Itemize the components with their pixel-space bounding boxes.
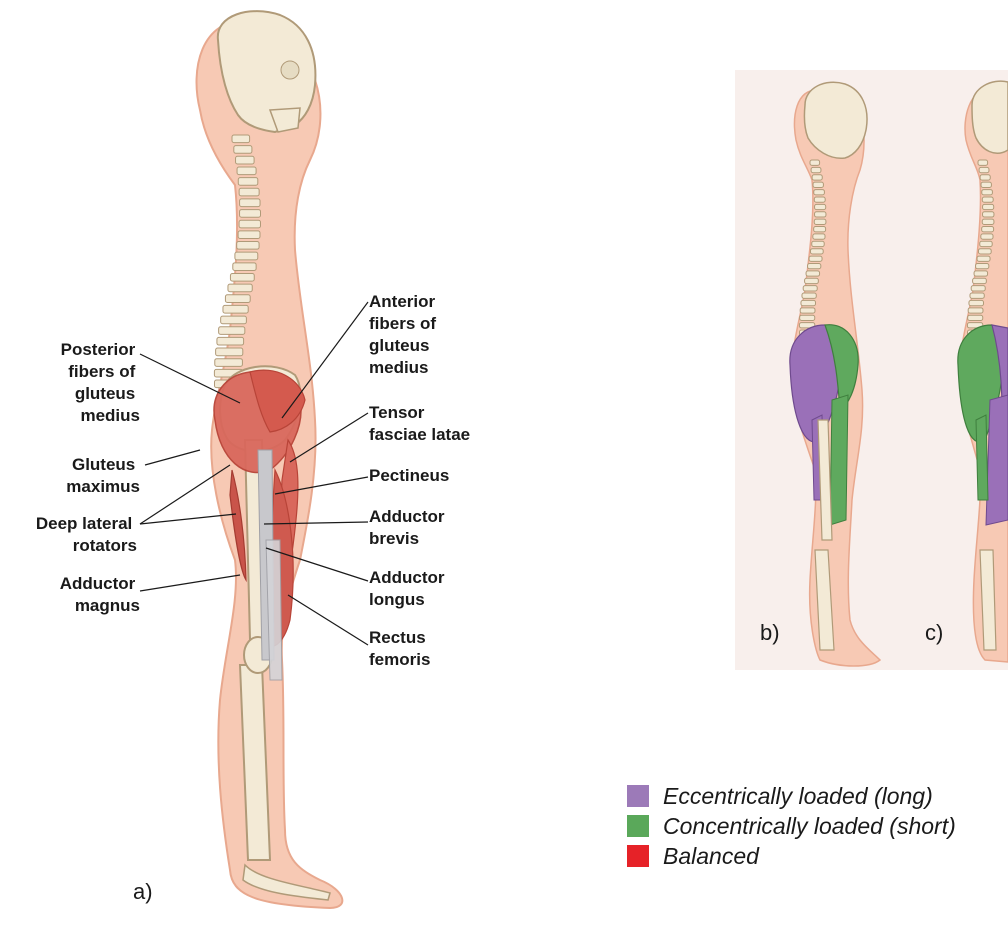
vertebra: [983, 204, 994, 209]
vertebra: [237, 167, 256, 175]
vertebra: [228, 284, 252, 292]
vertebra: [219, 327, 245, 335]
vertebra: [235, 252, 258, 260]
vertebra: [814, 197, 825, 202]
vertebra: [970, 293, 984, 298]
vertebra: [974, 271, 988, 276]
panel-c-label: c): [925, 620, 943, 645]
vertebra: [238, 178, 258, 186]
label-pectineus: Pectineus: [369, 466, 449, 485]
vertebra: [805, 278, 819, 283]
panel-c-thigh-purple: [986, 395, 1008, 525]
vertebra: [983, 212, 994, 217]
vertebra: [802, 293, 816, 298]
vertebra: [237, 242, 259, 250]
vertebra: [815, 204, 826, 209]
vertebra: [814, 227, 826, 232]
legend-item-concentric: Concentrically loaded (short): [627, 811, 956, 841]
vertebra: [240, 199, 260, 207]
label-anterior-gluteus-medius: Anterior fibers of gluteus medius: [369, 292, 441, 377]
vertebra: [801, 300, 816, 305]
label-adductor-longus: Adductor longus: [369, 568, 449, 609]
vertebra: [806, 271, 820, 276]
labels-left: Posterior fibers of gluteus medius Glute…: [36, 340, 140, 615]
vertebra: [215, 359, 243, 367]
vertebra: [239, 188, 259, 196]
vertebra: [971, 286, 985, 291]
vertebra: [981, 182, 991, 187]
vertebra: [812, 241, 824, 246]
vertebra: [814, 190, 825, 195]
legend-swatch-red: [627, 845, 649, 867]
vertebra: [230, 273, 254, 281]
vertebra: [810, 249, 823, 254]
vertebra: [810, 160, 820, 165]
vertebra: [813, 234, 825, 239]
vertebra: [969, 300, 984, 305]
vertebra: [813, 182, 823, 187]
label-deep-lateral-rotators: Deep lateral rotators: [36, 514, 137, 555]
panel-b-label: b): [760, 620, 780, 645]
vertebra: [968, 308, 983, 313]
labels-right: Anterior fibers of gluteus medius Tensor…: [369, 292, 470, 669]
vertebra: [976, 263, 989, 268]
vertebra: [982, 190, 993, 195]
vertebra: [978, 160, 988, 165]
vertebra: [800, 308, 815, 313]
vertebra: [238, 231, 260, 239]
vertebra: [981, 234, 993, 239]
vertebra: [980, 241, 992, 246]
legend: Eccentrically loaded (long) Concentrical…: [627, 781, 956, 871]
label-adductor-magnus: Adductor magnus: [60, 574, 140, 615]
vertebra: [979, 167, 989, 172]
vertebra: [982, 197, 993, 202]
vertebra: [808, 263, 821, 268]
panel-c-thigh-green: [976, 415, 988, 500]
panel-a-label: a): [133, 879, 153, 904]
vertebra: [216, 348, 243, 356]
panel-a-figure: [140, 11, 368, 908]
label-posterior-gluteus-medius: Posterior fibers of gluteus medius: [61, 340, 140, 425]
vertebra: [814, 219, 826, 224]
label-tensor-fasciae-latae: Tensor fasciae latae: [369, 403, 470, 444]
vertebra: [978, 249, 991, 254]
vertebra: [236, 156, 255, 164]
eye-socket: [281, 61, 299, 79]
legend-label: Balanced: [663, 843, 759, 870]
vertebra: [977, 256, 990, 261]
legend-label: Eccentrically loaded (long): [663, 783, 933, 810]
vertebra: [800, 315, 815, 320]
vertebra: [980, 175, 990, 180]
label-gluteus-maximus: Gluteus maximus: [66, 455, 140, 496]
vertebra: [240, 210, 261, 218]
legend-swatch-green: [627, 815, 649, 837]
vertebra: [234, 146, 252, 154]
panel-b-thigh-green: [830, 395, 848, 525]
label-rectus-femoris: Rectus femoris: [369, 628, 430, 669]
legend-swatch-purple: [627, 785, 649, 807]
legend-item-balanced: Balanced: [627, 841, 956, 871]
vertebra: [225, 295, 250, 303]
vertebra: [982, 219, 994, 224]
vertebra: [223, 305, 248, 313]
vertebra: [803, 286, 817, 291]
label-adductor-brevis: Adductor brevis: [369, 507, 449, 548]
vertebra: [233, 263, 256, 271]
vertebra: [809, 256, 822, 261]
vertebra: [221, 316, 247, 324]
legend-label: Concentrically loaded (short): [663, 813, 956, 840]
legend-item-eccentric: Eccentrically loaded (long): [627, 781, 956, 811]
vertebra: [232, 135, 250, 143]
vertebra: [815, 212, 826, 217]
vertebra: [217, 337, 244, 345]
vertebra: [239, 220, 260, 228]
vertebra: [812, 175, 822, 180]
vertebra: [968, 315, 983, 320]
vertebra: [973, 278, 987, 283]
vertebra: [982, 227, 994, 232]
vertebra: [811, 167, 821, 172]
